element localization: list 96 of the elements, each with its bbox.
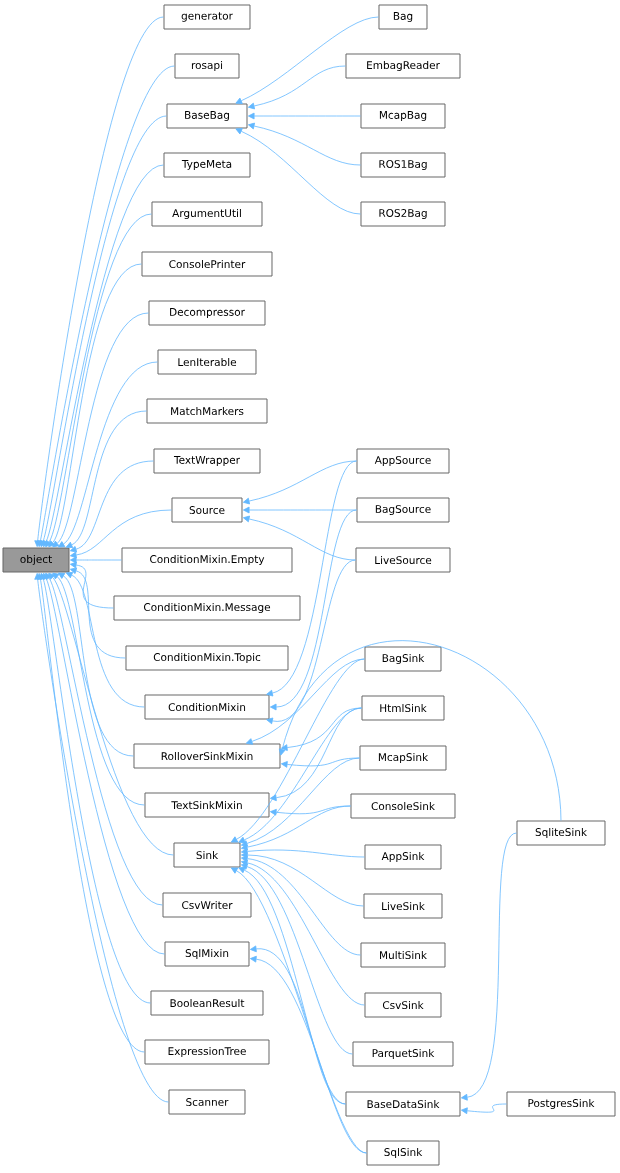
class-box: ConditionMixin bbox=[144, 694, 270, 720]
arrow bbox=[247, 122, 361, 166]
class-box: TextSinkMixin bbox=[144, 792, 270, 818]
class-box: ROS2Bag bbox=[360, 201, 446, 227]
class-box: SqlMixin bbox=[164, 941, 250, 967]
arrow bbox=[65, 572, 145, 708]
arrow bbox=[241, 805, 351, 851]
arrow bbox=[270, 509, 357, 711]
arrow bbox=[34, 16, 164, 547]
arrow bbox=[58, 361, 158, 548]
arrow bbox=[42, 572, 165, 955]
arrow bbox=[45, 572, 163, 906]
class-box: generator bbox=[163, 4, 251, 30]
class-box: PostgresSink bbox=[506, 1091, 616, 1117]
class-box: BagSink bbox=[364, 646, 442, 672]
class-box: Sink bbox=[173, 842, 241, 868]
class-box: TypeMeta bbox=[163, 152, 251, 178]
class-box: ConsoleSink bbox=[350, 793, 456, 819]
arrow bbox=[34, 573, 169, 1103]
arrow bbox=[235, 16, 379, 104]
class-box: ConsolePrinter bbox=[141, 251, 273, 277]
arrow bbox=[242, 515, 356, 561]
class-box: LenIterable bbox=[157, 349, 257, 375]
class-box: HtmlSink bbox=[361, 695, 445, 721]
arrow bbox=[230, 658, 365, 843]
arrow bbox=[39, 572, 151, 1004]
class-box: object bbox=[2, 547, 70, 573]
class-box: MultiSink bbox=[360, 942, 446, 968]
class-box: RolloverSinkMixin bbox=[133, 743, 281, 769]
class-box: McapBag bbox=[360, 103, 446, 129]
class-box: MatchMarkers bbox=[146, 398, 268, 424]
arrow bbox=[248, 112, 361, 120]
arrow bbox=[250, 955, 367, 1154]
arrow bbox=[48, 572, 174, 856]
arrow bbox=[69, 460, 154, 553]
class-box: ExpressionTree bbox=[144, 1039, 270, 1065]
arrow bbox=[281, 757, 360, 768]
class-box: CsvSink bbox=[364, 992, 442, 1018]
arrow bbox=[45, 213, 152, 548]
arrow bbox=[235, 128, 361, 215]
arrow bbox=[461, 832, 517, 1101]
arrow bbox=[240, 757, 360, 847]
class-box: LiveSource bbox=[355, 547, 451, 573]
arrow bbox=[240, 863, 353, 1055]
class-box: Bag bbox=[378, 4, 428, 30]
class-box: ParquetSink bbox=[352, 1041, 454, 1067]
class-box: TextWrapper bbox=[153, 448, 261, 474]
arrow bbox=[281, 707, 362, 751]
class-box: Source bbox=[171, 497, 243, 523]
arrow bbox=[266, 559, 356, 725]
arrow bbox=[238, 707, 362, 844]
class-box: BaseBag bbox=[166, 103, 248, 129]
arrow bbox=[461, 1103, 507, 1115]
class-box: EmbagReader bbox=[345, 53, 461, 79]
arrow bbox=[70, 509, 172, 559]
class-box: SqlSink bbox=[366, 1140, 440, 1166]
class-box: ROS1Bag bbox=[360, 152, 446, 178]
class-box: ConditionMixin.Topic bbox=[125, 645, 289, 671]
arrow bbox=[70, 556, 122, 564]
arrow bbox=[52, 572, 145, 806]
class-box: ArgumentUtil bbox=[151, 201, 263, 227]
arrow bbox=[241, 848, 365, 858]
arrow bbox=[270, 805, 351, 816]
arrow bbox=[48, 263, 142, 548]
arrow bbox=[39, 115, 167, 548]
class-box: Scanner bbox=[168, 1089, 246, 1115]
class-box: LiveSink bbox=[363, 893, 443, 919]
class-box: BooleanResult bbox=[150, 990, 264, 1016]
class-box: AppSink bbox=[364, 844, 442, 870]
arrow bbox=[250, 945, 346, 1105]
class-box: McapSink bbox=[359, 745, 447, 771]
arrow bbox=[247, 65, 346, 110]
class-box: BaseDataSink bbox=[345, 1091, 461, 1117]
arrow bbox=[241, 851, 364, 907]
arrow bbox=[42, 164, 164, 548]
arrow bbox=[278, 640, 562, 821]
arrow bbox=[37, 65, 175, 548]
arrow bbox=[37, 573, 145, 1053]
class-box: ConditionMixin.Empty bbox=[121, 547, 293, 573]
class-box: AppSource bbox=[356, 448, 450, 474]
arrow bbox=[241, 859, 365, 1006]
arrow bbox=[266, 460, 357, 697]
arrow bbox=[241, 855, 361, 956]
arrow bbox=[58, 572, 134, 757]
arrow bbox=[69, 567, 126, 659]
class-box: Decompressor bbox=[148, 300, 266, 326]
class-box: CsvWriter bbox=[162, 892, 252, 918]
arrow bbox=[242, 460, 357, 505]
class-box: ConditionMixin.Message bbox=[113, 595, 301, 621]
arrow bbox=[65, 410, 147, 548]
class-box: BagSource bbox=[356, 497, 450, 523]
class-box: rosapi bbox=[174, 53, 240, 79]
arrow bbox=[243, 506, 357, 514]
arrow bbox=[70, 561, 114, 609]
class-box: SqliteSink bbox=[516, 820, 606, 846]
arrow bbox=[52, 312, 149, 548]
